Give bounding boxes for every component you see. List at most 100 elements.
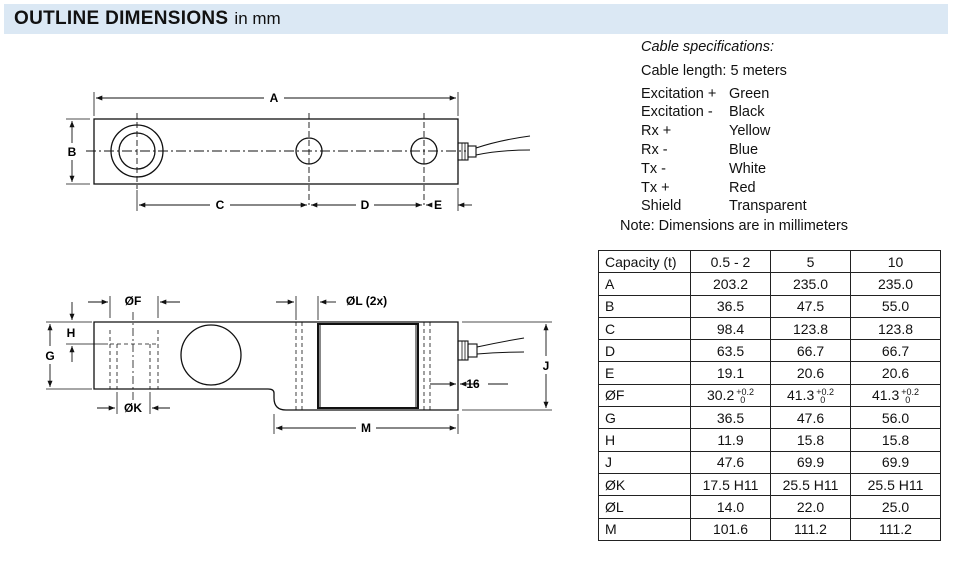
table-cell: 55.0 bbox=[850, 294, 941, 318]
table-cell: 11.9 bbox=[690, 428, 771, 452]
table-row-label: ØL bbox=[598, 495, 691, 519]
table-cell: 25.5 H11 bbox=[770, 472, 851, 497]
table-cell: 36.5 bbox=[690, 406, 771, 430]
table-header-cell: Capacity (t) bbox=[598, 249, 691, 274]
table-cell: 69.9 bbox=[770, 450, 851, 474]
table-cell: 123.8 bbox=[850, 316, 941, 341]
table-cell: 98.4 bbox=[690, 316, 771, 341]
cable-length: Cable length: 5 meters bbox=[641, 62, 871, 81]
wire-color: Yellow bbox=[729, 123, 771, 140]
dim-label-f: ØF bbox=[125, 294, 142, 308]
table-row-label: J bbox=[598, 450, 691, 474]
top-left-hole-inner bbox=[118, 132, 156, 170]
table-row-label: M bbox=[598, 517, 691, 541]
table-row-label: G bbox=[598, 406, 691, 430]
wire-color: Blue bbox=[729, 141, 759, 158]
cell-value: 41.3 bbox=[786, 386, 815, 403]
dimensions-note: Note: Dimensions are in millimeters bbox=[620, 218, 849, 234]
table-header-cell: 10 bbox=[850, 249, 941, 274]
wire-color: Green bbox=[729, 85, 770, 102]
table-cell: 235.0 bbox=[850, 272, 941, 296]
tolerance-minus: 0 bbox=[740, 395, 746, 406]
wire-row: Tx -White bbox=[641, 160, 871, 179]
table-cell: 47.6 bbox=[690, 450, 771, 474]
dim-label-c: C bbox=[216, 198, 225, 212]
table-cell: 123.8 bbox=[770, 316, 851, 341]
wire-row: Rx -Blue bbox=[641, 141, 871, 160]
dim-label-g: G bbox=[45, 349, 54, 363]
cell-value: 30.2 bbox=[706, 386, 735, 403]
top-body-outline bbox=[93, 118, 459, 185]
table-cell: 22.0 bbox=[770, 495, 851, 519]
table-row-label: ØF bbox=[598, 383, 691, 408]
wire-signal: Shield bbox=[641, 198, 682, 215]
table-cell: 14.0 bbox=[690, 495, 771, 519]
side-view-drawing bbox=[46, 296, 552, 434]
tolerance-plus: +0.2 bbox=[901, 387, 920, 398]
wire-signal: Tx + bbox=[641, 179, 670, 196]
top-left-hole-outer bbox=[110, 124, 164, 178]
tolerance-minus: 0 bbox=[905, 395, 911, 406]
dim-label-16: 16 bbox=[466, 377, 480, 391]
table-cell: 19.1 bbox=[690, 361, 771, 385]
cable-spec-title: Cable specifications: bbox=[641, 39, 774, 55]
section-unit: in mm bbox=[234, 9, 281, 28]
table-row-label: D bbox=[598, 339, 691, 363]
table-cell: 25.0 bbox=[850, 495, 941, 519]
table-cell: 15.8 bbox=[770, 428, 851, 452]
top-mount-hole-1 bbox=[295, 137, 323, 165]
top-mount-hole-2 bbox=[410, 137, 438, 165]
cable-specifications: Cable specifications: Cable length: 5 me… bbox=[641, 38, 871, 216]
dim-label-l: ØL (2x) bbox=[346, 294, 387, 308]
wire-row: Tx +Red bbox=[641, 179, 871, 198]
table-row-label: B bbox=[598, 294, 691, 318]
table-cell: 101.6 bbox=[690, 517, 771, 541]
table-cell: 111.2 bbox=[850, 517, 941, 541]
dim-label-m: M bbox=[361, 421, 371, 435]
dim-label-a: A bbox=[270, 91, 279, 105]
dim-label-d: D bbox=[361, 198, 370, 212]
tolerance-plus: +0.2 bbox=[816, 387, 835, 398]
cable-length-value: 5 meters bbox=[730, 62, 787, 79]
wire-row: Rx + Yellow bbox=[641, 122, 871, 141]
section-header: OUTLINE DIMENSIONS in mm bbox=[4, 4, 948, 34]
cell-value: 41.3 bbox=[871, 386, 900, 403]
table-row-label: ØK bbox=[598, 472, 691, 497]
wire-row: Excitation + Green bbox=[641, 85, 871, 104]
dim-label-j: J bbox=[543, 359, 550, 373]
side-body-outline bbox=[93, 321, 459, 411]
table-cell: 47.5 bbox=[770, 294, 851, 318]
wire-color: Transparent bbox=[729, 198, 807, 215]
table-cell: 203.2 bbox=[690, 272, 771, 296]
cable-length-label: Cable length: bbox=[641, 62, 727, 79]
table-cell: 69.9 bbox=[850, 450, 941, 474]
table-row-label: C bbox=[598, 316, 691, 341]
wire-signal: Rx + bbox=[641, 123, 672, 140]
table-cell: 15.8 bbox=[850, 428, 941, 452]
table-cell: 20.6 bbox=[850, 361, 941, 385]
section-title: OUTLINE DIMENSIONS bbox=[14, 8, 229, 29]
wire-row: Excitation -Black bbox=[641, 103, 871, 122]
table-cell: 63.5 bbox=[690, 339, 771, 363]
wire-signal: Tx - bbox=[641, 160, 666, 177]
table-cell: 17.5 H11 bbox=[690, 472, 771, 497]
dim-label-b: B bbox=[68, 145, 77, 159]
wire-signal: Excitation + bbox=[641, 85, 717, 102]
